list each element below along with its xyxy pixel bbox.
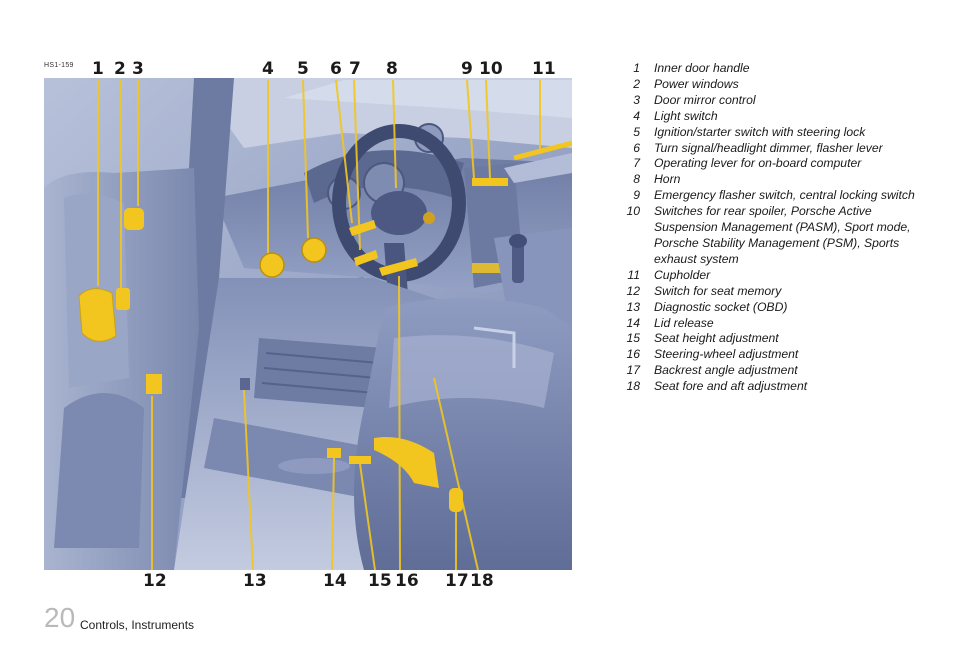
legend-text: Door mirror control xyxy=(654,92,756,107)
legend-item: 11 Cupholder xyxy=(618,268,918,284)
callout-9: 9 xyxy=(461,59,473,79)
legend-number: 15 xyxy=(626,331,640,346)
callout-1: 1 xyxy=(92,59,104,79)
legend-item: 17 Backrest angle adjustment xyxy=(618,363,918,379)
callout-15: 15 xyxy=(368,571,392,591)
legend-text: Horn xyxy=(654,172,681,187)
legend-text: Ignition/starter switch with steering lo… xyxy=(654,124,866,139)
legend-item: 15 Seat height adjustment xyxy=(618,331,918,347)
callout-8: 8 xyxy=(386,59,398,79)
callout-14: 14 xyxy=(323,571,347,591)
legend-number: 5 xyxy=(633,124,640,139)
legend-item: 9 Emergency flasher switch, central locki… xyxy=(618,188,918,204)
legend-text: Backrest angle adjustment xyxy=(654,363,798,378)
legend-number: 6 xyxy=(633,140,640,155)
legend-item: 16 Steering-wheel adjustment xyxy=(618,347,918,363)
legend-number: 8 xyxy=(633,172,640,187)
callout-6: 6 xyxy=(330,59,342,79)
legend-text: Seat fore and aft adjustment xyxy=(654,379,808,394)
callout-10: 10 xyxy=(479,59,503,79)
legend-item: 12 Switch for seat memory xyxy=(618,284,918,300)
legend-text: Light switch xyxy=(654,108,718,123)
callout-4: 4 xyxy=(262,59,274,79)
legend-number: 13 xyxy=(626,299,640,314)
legend-item: 14 Lid release xyxy=(618,316,918,332)
legend-number: 1 xyxy=(633,61,640,75)
legend-text: Switches for rear spoiler, Porsche Activ… xyxy=(654,204,911,266)
legend-number: 14 xyxy=(626,315,640,330)
legend-text: Cupholder xyxy=(654,267,711,282)
legend-list: 1 Inner door handle 2 Power windows 3 Door … xyxy=(618,61,918,395)
legend-number: 4 xyxy=(633,108,640,123)
legend-text: Seat height adjustment xyxy=(654,331,779,346)
callout-3: 3 xyxy=(132,59,144,79)
legend-text: Inner door handle xyxy=(654,61,750,75)
figure-id: HS1-159 xyxy=(44,62,74,69)
legend-text: Emergency flasher switch, central lockin… xyxy=(654,188,915,203)
callout-7: 7 xyxy=(349,59,361,79)
callout-11: 11 xyxy=(532,59,556,79)
legend-number: 10 xyxy=(626,204,640,219)
page-number: 20 xyxy=(44,602,76,633)
legend-item: 3 Door mirror control xyxy=(618,93,918,109)
callout-2: 2 xyxy=(114,59,126,79)
callout-5: 5 xyxy=(297,59,309,79)
callout-16: 16 xyxy=(395,571,419,591)
legend-item: 10 Switches for rear spoiler, Porsche Act… xyxy=(618,204,918,268)
legend-number: 18 xyxy=(626,379,640,394)
legend-item: 5 Ignition/starter switch with steering l… xyxy=(618,125,918,141)
callout-18: 18 xyxy=(470,571,494,591)
legend-number: 7 xyxy=(633,156,640,171)
legend-item: 7 Operating lever for on-board computer xyxy=(618,156,918,172)
legend-text: Turn signal/headlight dimmer, flasher le… xyxy=(654,140,883,155)
legend-number: 2 xyxy=(633,76,640,91)
legend-item: 1 Inner door handle xyxy=(618,61,918,77)
legend-item: 2 Power windows xyxy=(618,77,918,93)
callout-12: 12 xyxy=(143,571,167,591)
legend-number: 12 xyxy=(626,283,640,298)
legend-text: Steering-wheel adjustment xyxy=(654,347,799,362)
legend-item: 4 Light switch xyxy=(618,109,918,125)
legend-item: 18 Seat fore and aft adjustment xyxy=(618,379,918,395)
section-title: Controls, Instruments xyxy=(80,618,195,632)
legend-item: 13 Diagnostic socket (OBD) xyxy=(618,300,918,316)
legend-number: 9 xyxy=(633,188,640,203)
legend-text: Operating lever for on-board computer xyxy=(654,156,862,171)
callout-17: 17 xyxy=(445,571,469,591)
legend-text: Diagnostic socket (OBD) xyxy=(654,299,788,314)
legend-number: 11 xyxy=(627,267,640,282)
legend-text: Lid release xyxy=(654,315,714,330)
legend-number: 3 xyxy=(633,92,640,107)
car-interior-illustration xyxy=(44,78,572,570)
legend-item: 6 Turn signal/headlight dimmer, flasher l… xyxy=(618,141,918,157)
legend-text: Switch for seat memory xyxy=(654,283,782,298)
legend-text: Power windows xyxy=(654,76,739,91)
legend-number: 16 xyxy=(626,347,640,362)
callout-13: 13 xyxy=(243,571,267,591)
legend-item: 8 Horn xyxy=(618,172,918,188)
legend-number: 17 xyxy=(626,363,640,378)
